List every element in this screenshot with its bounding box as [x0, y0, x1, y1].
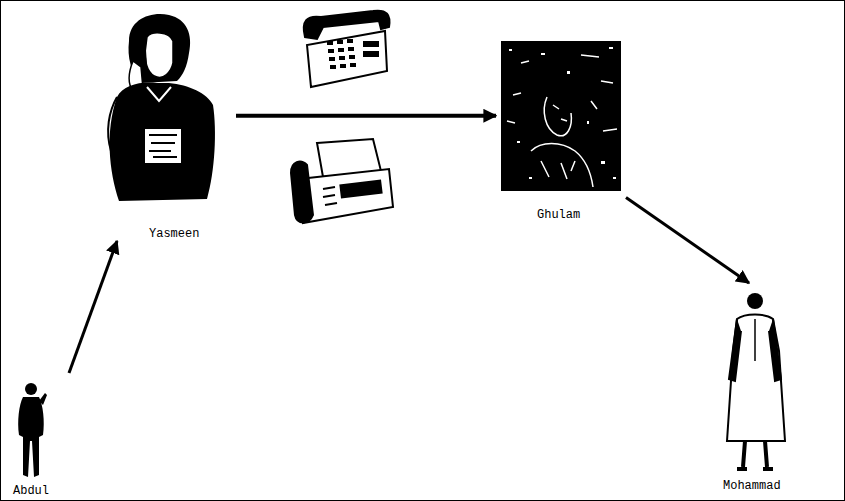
logo-marks [149, 135, 177, 157]
fax-icon [291, 139, 393, 223]
telephone-icon [304, 11, 390, 87]
phone-receiver [304, 11, 390, 39]
fax-display [340, 181, 381, 198]
legs [743, 441, 767, 467]
flow-arrow [236, 114, 496, 118]
phone-body [307, 31, 387, 87]
sleeves [729, 319, 781, 381]
photo [501, 41, 621, 191]
sweater-logo [145, 129, 181, 163]
head [747, 293, 763, 309]
person-node: Yasmeen [96, 9, 236, 241]
face [145, 33, 173, 77]
head [25, 383, 37, 395]
man-kurta-figure [727, 293, 785, 469]
man-suit-figure [18, 383, 47, 477]
feet [737, 467, 773, 471]
raised-hand [39, 393, 47, 405]
keypad [327, 39, 379, 69]
person-node: Abdul [9, 373, 69, 499]
photo-frame [501, 41, 621, 191]
woman-figure [108, 14, 215, 201]
flow-arrow [626, 198, 749, 284]
collar [147, 87, 171, 101]
sweater [110, 83, 215, 201]
photo-highlights [507, 55, 617, 187]
photo-speckles [509, 47, 616, 179]
person-name: Ghulam [537, 208, 580, 222]
fax-handset [291, 162, 313, 223]
person-name: Abdul [13, 484, 49, 498]
suit [18, 397, 44, 477]
person-name: Yasmeen [149, 227, 199, 241]
flow-arrow [69, 241, 117, 373]
kurta-placket [754, 319, 756, 361]
person-name: Mohammad [723, 479, 781, 493]
kurta [727, 315, 785, 442]
arm [108, 97, 117, 151]
person-node: Ghulam [496, 36, 626, 226]
person-node: Mohammad [713, 283, 803, 495]
fax-keys [323, 187, 337, 205]
